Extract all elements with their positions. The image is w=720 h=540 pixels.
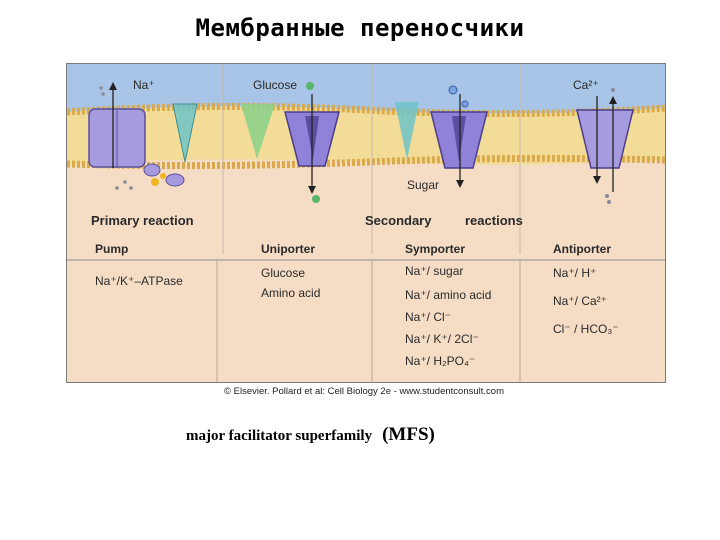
atp-domain	[143, 163, 161, 177]
primary-reaction-header: Primary reaction	[91, 213, 194, 228]
atp-phosphate	[160, 173, 166, 179]
symporter-channel	[452, 116, 466, 162]
antiporter-example: Cl⁻ / HCO₃⁻	[553, 322, 619, 336]
pump-arrowhead	[109, 82, 117, 90]
symporter-example: Na⁺/ Cl⁻	[405, 310, 452, 324]
lipid-bilayer	[67, 106, 665, 165]
uniporter-side-protein	[241, 104, 275, 159]
mfs-abbreviation: (MFS)	[382, 424, 435, 445]
channel-protein	[173, 104, 197, 162]
antiporter-header: Antiporter	[553, 242, 611, 256]
inner-lipid-heads	[67, 154, 665, 170]
na-plus-label: Na⁺	[133, 78, 155, 92]
uniporter-example: Glucose	[261, 266, 306, 280]
transporters-figure: Na⁺ Glucose Sugar Ca²⁺ Primary reaction …	[66, 63, 666, 383]
mfs-caption: major facilitator superfamily (MFS)	[186, 424, 435, 446]
extracellular-band	[67, 64, 665, 116]
antiporter-protein	[576, 109, 634, 169]
sugar-molecule	[461, 100, 469, 108]
outer-lipid-heads	[67, 102, 665, 118]
page-title: Мембранные переносчики	[195, 14, 525, 42]
ca2-label: Ca²⁺	[573, 78, 599, 92]
uniporter-header: Uniporter	[261, 242, 315, 256]
symporter-example: Na⁺/ H₂PO₄⁻	[405, 354, 476, 368]
channel-outline	[172, 103, 198, 163]
antiporter-example: Na⁺/ Ca²⁺	[553, 294, 608, 308]
image-credit: © Elsevier. Pollard et al: Cell Biology …	[224, 386, 504, 397]
glucose-molecule	[306, 82, 314, 90]
antiporter-example: Na⁺/ H⁺	[553, 266, 597, 280]
glucose-label: Glucose	[253, 78, 298, 92]
pump-example: Na⁺/K⁺–ATPase	[95, 274, 183, 288]
channel-protein	[395, 102, 419, 160]
atp-domain	[165, 173, 185, 187]
membrane-illustration	[67, 64, 665, 382]
uniporter-example: Amino acid	[261, 286, 321, 300]
secondary-reaction-header: Secondary	[365, 213, 432, 228]
glucose-molecule	[312, 195, 320, 203]
mfs-caption-text: major facilitator superfamily	[186, 428, 373, 444]
sugar-molecule	[448, 85, 458, 95]
symporter-example: Na⁺/ amino acid	[405, 288, 492, 302]
symporter-example: Na⁺/ sugar	[405, 264, 464, 278]
sugar-label: Sugar	[407, 178, 440, 192]
symporter-example: Na⁺/ K⁺/ 2Cl⁻	[405, 332, 479, 346]
symporter-header: Symporter	[405, 242, 466, 256]
secondary-reaction-header-word2: reactions	[465, 213, 523, 228]
pump-header: Pump	[95, 242, 129, 256]
atp-phosphate	[151, 178, 159, 186]
